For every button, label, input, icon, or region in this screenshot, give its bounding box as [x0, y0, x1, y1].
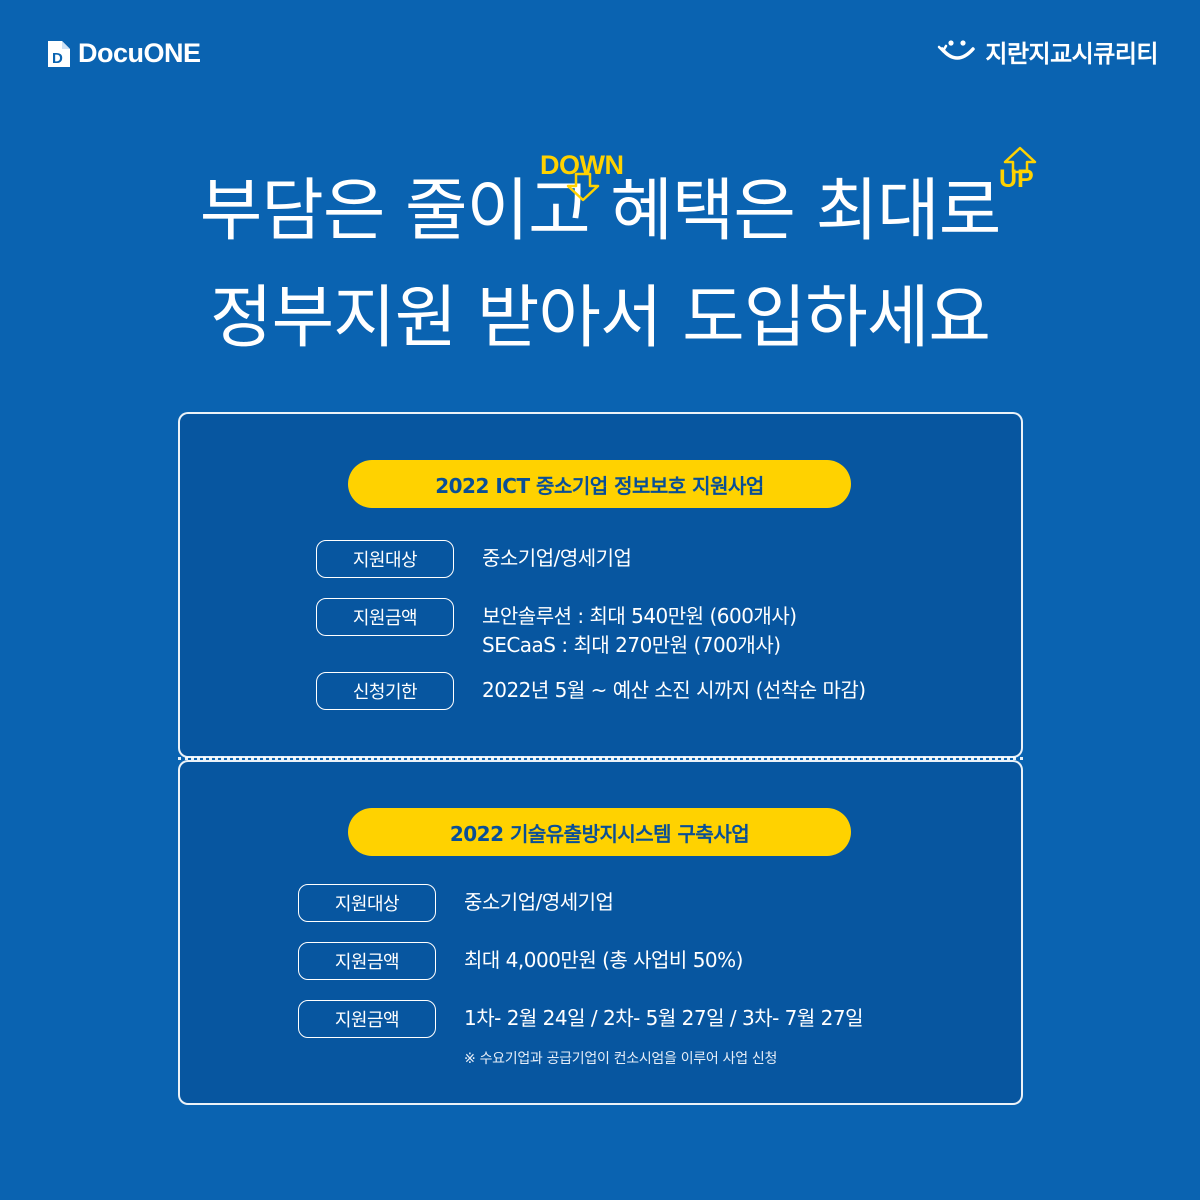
- row-value-line: 1차- 2월 24일 / 2차- 5월 27일 / 3차- 7월 27일: [464, 1006, 864, 1030]
- row-label: 지원금액: [316, 598, 454, 636]
- program-2-title: 2022 기술유출방지시스템 구축사업: [348, 808, 851, 856]
- row-label: 지원금액: [298, 942, 436, 980]
- program-1-row-amount: 지원금액 보안솔루션 : 최대 540만원 (600개사) SECaaS : 최…: [316, 598, 797, 660]
- brand-left-name: DocuONE: [78, 38, 201, 68]
- up-label: UP: [999, 165, 1034, 193]
- row-label: 지원대상: [316, 540, 454, 578]
- arrow-down-icon: [565, 172, 601, 206]
- program-1-row-deadline: 신청기한 2022년 5월 ~ 예산 소진 시까지 (선착순 마감): [316, 672, 866, 710]
- program-2-row-amount: 지원금액 최대 4,000만원 (총 사업비 50%): [298, 942, 743, 980]
- row-label: 지원금액: [298, 1000, 436, 1038]
- dotted-divider: [178, 757, 1023, 760]
- arrow-up-icon: [1002, 146, 1038, 178]
- row-value-line: 중소기업/영세기업: [482, 546, 632, 570]
- svg-text:D: D: [52, 50, 63, 67]
- smile-icon: [937, 35, 977, 69]
- row-value-line: SECaaS : 최대 270만원 (700개사): [482, 633, 781, 657]
- program-2-row-schedule: 지원금액 1차- 2월 24일 / 2차- 5월 27일 / 3차- 7월 27…: [298, 1000, 864, 1038]
- headline-line-1: 부담은 줄이고 혜택은 최대로: [199, 172, 1002, 251]
- row-value-line: 2022년 5월 ~ 예산 소진 시까지 (선착순 마감): [482, 678, 866, 702]
- row-label: 지원대상: [298, 884, 436, 922]
- row-value: 1차- 2월 24일 / 2차- 5월 27일 / 3차- 7월 27일: [464, 1000, 864, 1033]
- row-value: 보안솔루션 : 최대 540만원 (600개사) SECaaS : 최대 270…: [482, 598, 797, 660]
- row-value-line: 최대 4,000만원 (총 사업비 50%): [464, 948, 743, 972]
- row-value: 중소기업/영세기업: [464, 884, 614, 917]
- docuone-logo: D DocuONE: [46, 38, 201, 69]
- brand-right-name: 지란지교시큐리티: [985, 40, 1158, 68]
- row-value-line: 보안솔루션 : 최대 540만원 (600개사): [482, 604, 797, 628]
- program-2-row-target: 지원대상 중소기업/영세기업: [298, 884, 614, 922]
- row-value: 중소기업/영세기업: [482, 540, 632, 573]
- row-value: 2022년 5월 ~ 예산 소진 시까지 (선착순 마감): [482, 672, 866, 705]
- program-card-2: 2022 기술유출방지시스템 구축사업 지원대상 중소기업/영세기업 지원금액 …: [178, 760, 1023, 1105]
- document-icon: D: [46, 39, 72, 69]
- row-value: 최대 4,000만원 (총 사업비 50%): [464, 942, 743, 975]
- program-2-note: ※ 수요기업과 공급기업이 컨소시엄을 이루어 사업 신청: [464, 1051, 778, 1067]
- row-value-line: 중소기업/영세기업: [464, 890, 614, 914]
- program-1-title: 2022 ICT 중소기업 정보보호 지원사업: [348, 460, 851, 508]
- jiran-logo: 지란지교시큐리티: [937, 34, 1158, 69]
- program-1-row-target: 지원대상 중소기업/영세기업: [316, 540, 632, 578]
- row-label: 신청기한: [316, 672, 454, 710]
- headline-line-2: 정부지원 받아서 도입하세요: [210, 279, 991, 358]
- program-card-1: 2022 ICT 중소기업 정보보호 지원사업 지원대상 중소기업/영세기업 지…: [178, 412, 1023, 758]
